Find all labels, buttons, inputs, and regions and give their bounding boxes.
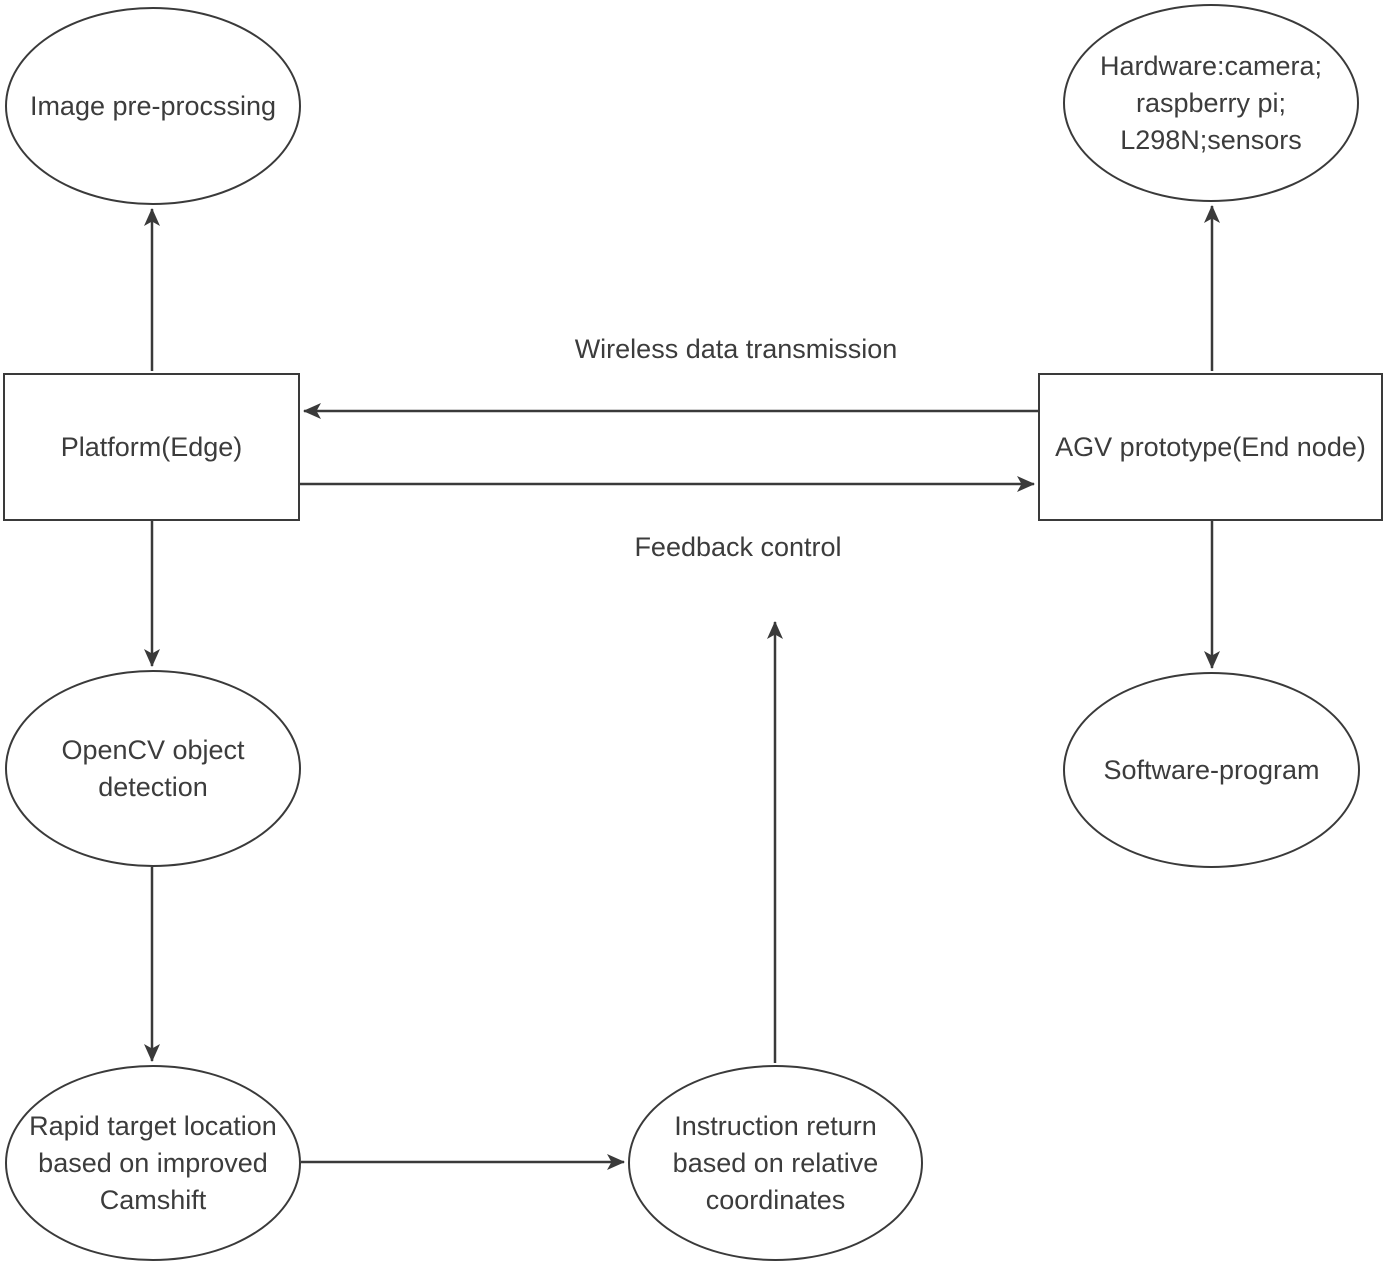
node-label: Image pre-procssing — [29, 90, 277, 121]
node-label-line: raspberry pi; — [1135, 87, 1287, 118]
node-label-line: detection — [98, 771, 208, 802]
node-label-line: Rapid target location — [29, 1110, 277, 1141]
edge-label-wireless-data-transmission: Wireless data transmission — [574, 334, 898, 364]
node-rapid-target-location: Rapid target location based on improved … — [5, 1065, 301, 1261]
node-label: Software-program — [1103, 754, 1320, 785]
node-label: AGV prototype(End node) — [1055, 431, 1366, 462]
node-label-line: based on improved — [38, 1147, 268, 1178]
node-label-line: OpenCV object — [61, 734, 245, 765]
node-label-line: Hardware:camera; — [1099, 50, 1323, 81]
node-label-line: Camshift — [99, 1184, 207, 1215]
node-platform-edge: Platform(Edge) — [3, 373, 300, 521]
node-software-program: Software-program — [1063, 672, 1360, 868]
node-opencv-detection: OpenCV object detection — [5, 670, 301, 867]
node-agv-prototype: AGV prototype(End node) — [1038, 373, 1383, 521]
node-label: Platform(Edge) — [60, 431, 243, 462]
node-hardware: Hardware:camera; raspberry pi; L298N;sen… — [1063, 4, 1359, 202]
node-label-line: L298N;sensors — [1120, 124, 1302, 155]
node-image-preprocessing: Image pre-procssing — [5, 7, 301, 205]
node-instruction-return: Instruction return based on relative coo… — [628, 1065, 923, 1261]
node-label-line: Instruction return — [674, 1110, 877, 1141]
node-label-line: coordinates — [705, 1184, 846, 1215]
edge-label-feedback-control: Feedback control — [634, 532, 842, 562]
node-label-line: based on relative — [672, 1147, 879, 1178]
